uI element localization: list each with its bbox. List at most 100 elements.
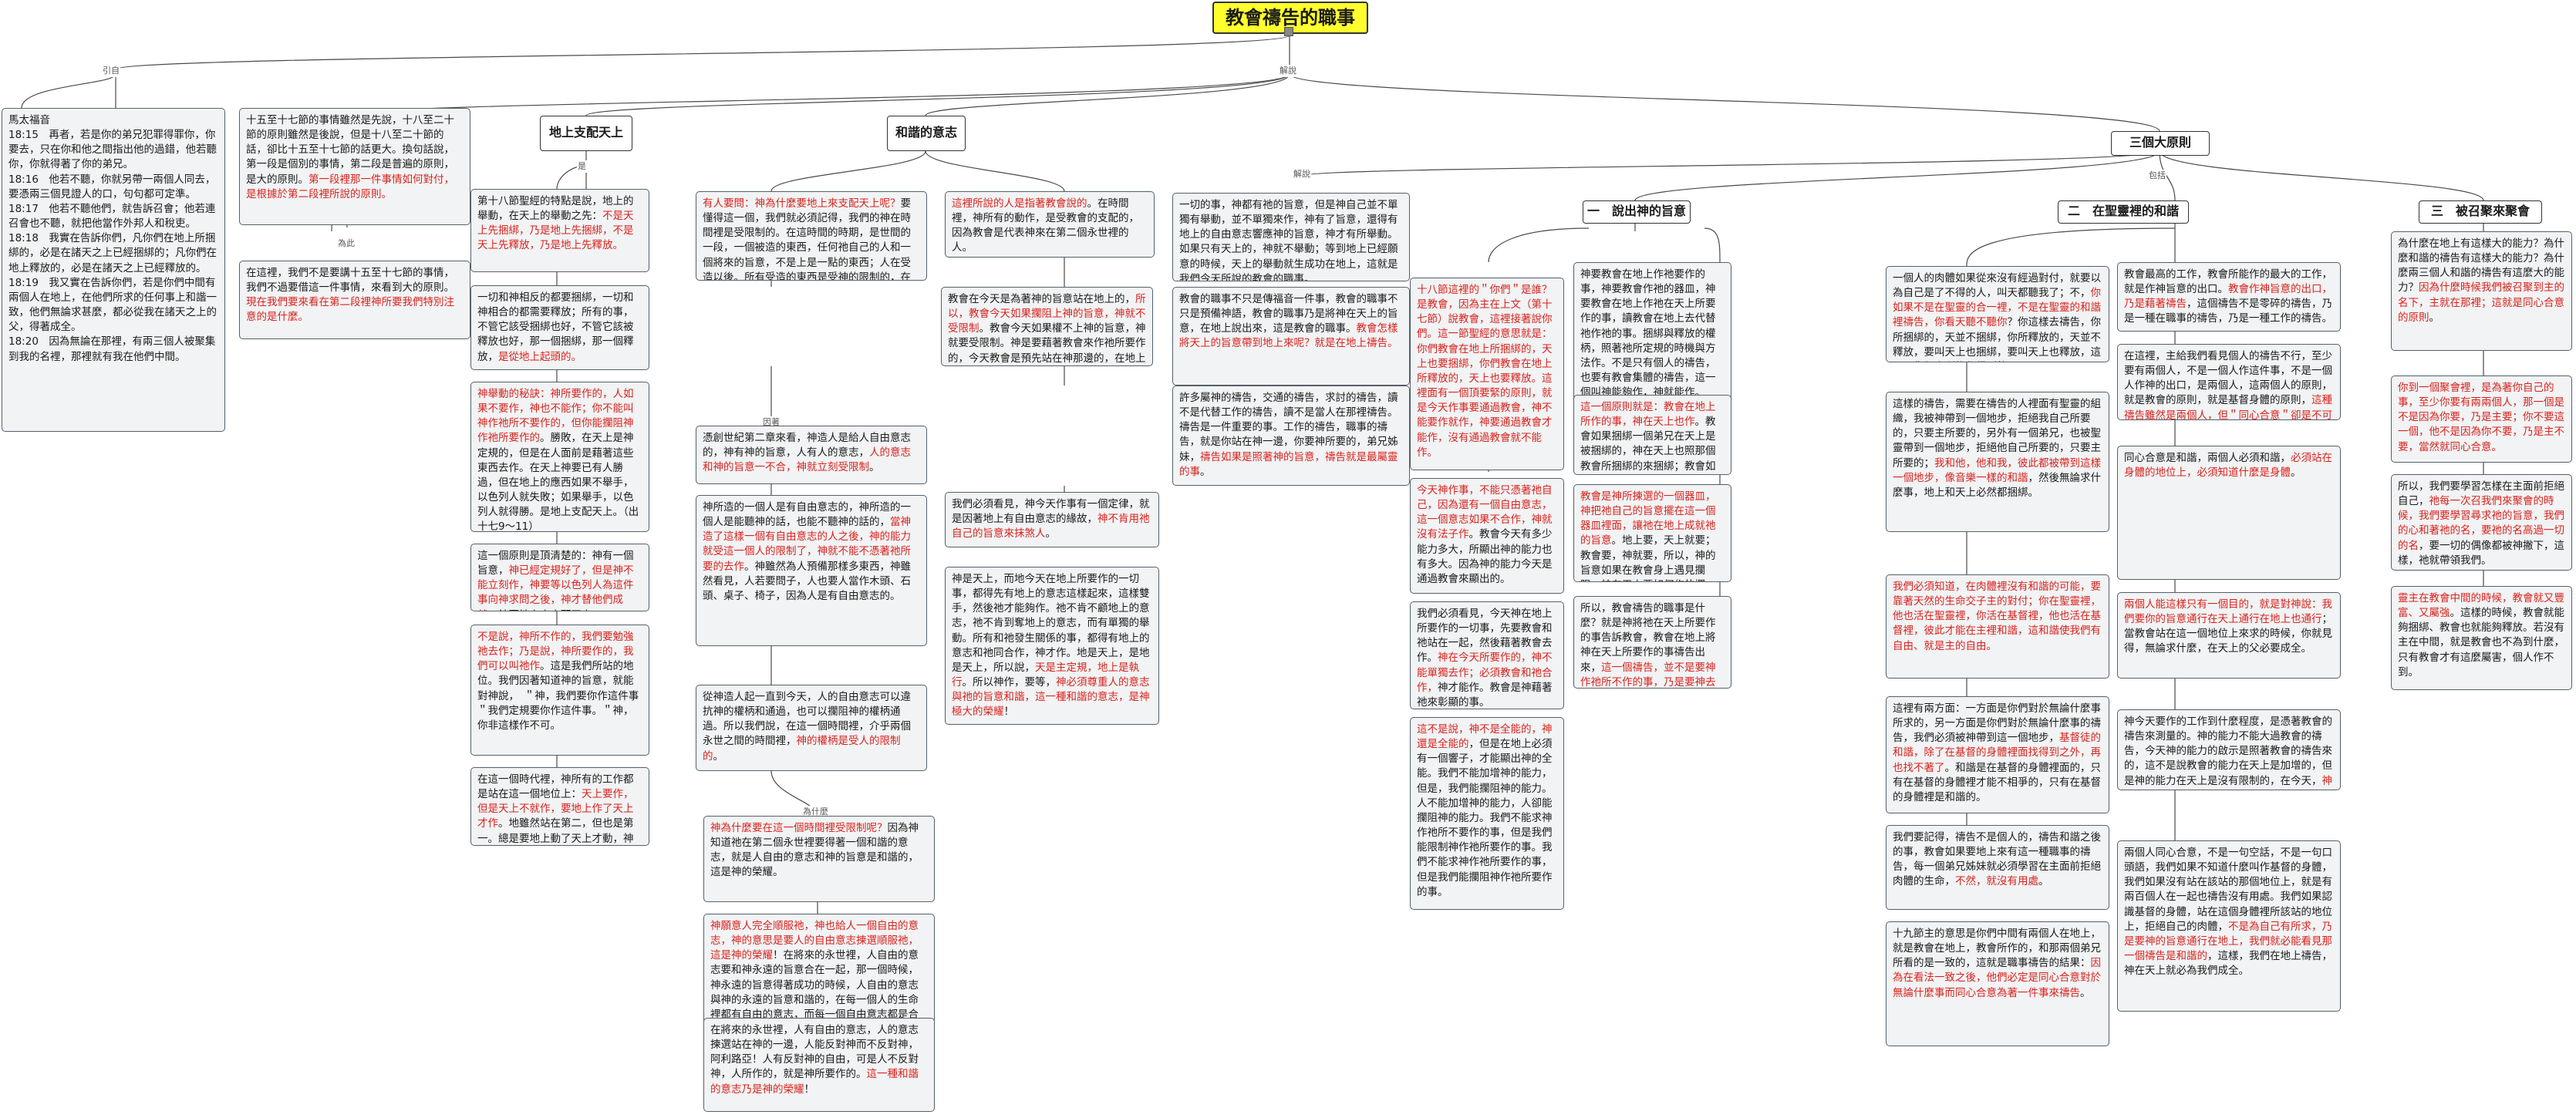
node-text-segment: 。	[1045, 527, 1057, 540]
node-harmonious-will[interactable]: 和諧的意志	[887, 116, 966, 151]
node-harmony-12[interactable]: 神為什麼要在這一個時間裡受限制呢？因為神知道祂在第二個永世裡要得著一個和諧的意志…	[703, 816, 935, 902]
node-earth-1[interactable]: 第十八節聖經的特點是說，地上的舉動，在天上的舉動之先：不是天上先捆綁，乃是地上先…	[470, 189, 649, 272]
node-three-principles[interactable]: 三個大原則	[2111, 131, 2210, 156]
node-harmony-2[interactable]: 這裡所說的人是指著教會說的。在時間裡，神所有的動作，是受教會的支配的，因為教會是…	[945, 191, 1155, 258]
node-text-segment: 。	[2080, 986, 2091, 999]
node-text-segment: 今天神作事，不能只憑著祂自己，因為還有一個自由意志，這一個意志如果不合作，神就沒…	[1417, 484, 1553, 541]
node-text-segment: 禱告如果是照著神的旨意，禱告就是最屬靈的事	[1179, 450, 1398, 478]
node-text-segment: 當神造了這樣一個有自由意志的人之後，神的能力就受這一個人的限制了，神就不能不憑著…	[703, 516, 911, 573]
node-earth-4[interactable]: 這一個原則是頂清楚的：神有一個旨意，神已經定規好了，但是神不能立刻作，神要等以色…	[470, 544, 649, 611]
node-text-segment: 教會的職事不只是傳福音一件事，教會的職事不只是預備神語，教會的職事乃是將神在天上…	[1179, 293, 1398, 335]
node-principle-2[interactable]: 二 在聖靈裡的和諧	[2058, 200, 2189, 224]
node-text-segment: 十九節主的意思是你們中間有兩個人在地上，就是教會在地上，教會所作的，和那兩個弟兄…	[1893, 928, 2101, 970]
node-text-segment: 。	[713, 749, 724, 763]
node-p3-d[interactable]: 靈主在教會中間的時候，教會就又豐富、又屬強。這樣的時候，教會就能夠捆綁、教會也就…	[2391, 586, 2572, 690]
node-text-segment: 要懂得這一個，我們就必須記得，我們的神在時間裡是受限制的。在這時間的時期，是世間…	[703, 197, 911, 281]
node-text-segment: 從神造人起一直到今天，人的自由意志可以違抗神的權柄和通過，也可以攔阻神的權柄通過…	[703, 691, 911, 748]
node-p2-d[interactable]: 同心合意是和諧，兩個人必須和諧，必須站在身體的地位上，必須知道什麼是身體。	[2117, 446, 2341, 580]
node-text-segment: 必須站在身體的地位上，必須知道什麼是身體	[2124, 452, 2332, 480]
node-text-segment: 在這裡，主給我們看見個人的禱告不行，至少要有兩個人，不是一個人作這件事，不是一個…	[2124, 350, 2332, 407]
edge-label-includes: 包括	[2148, 170, 2166, 182]
node-harmony-7[interactable]: 一切的事，神都有祂的旨意，但是神自己並不單獨有舉動，並不單獨來作，神有了旨意，還…	[1172, 193, 1410, 281]
node-p1-g[interactable]: 教會是神所揀選的一個器皿，神把祂自己的旨意擺在這一個器皿裡面，讓祂在地上成就祂的…	[1573, 484, 1731, 582]
node-p1-f[interactable]: 這一個原則就是：教會在地上所作的事，神在天上也作。教會如果捆綁一個弟兄在天上是被…	[1573, 395, 1731, 475]
node-p2-j[interactable]: 十九節主的意思是你們中間有兩個人在地上，就是教會在地上，教會所作的，和那兩個弟兄…	[1886, 921, 2109, 1046]
node-text-segment: 教會怎樣將天上的旨意帶到地上來呢？就是在地上禱告。	[1179, 322, 1398, 350]
node-harmony-14[interactable]: 在將來的永世裡，人有自由的意志，人的意志揀選站在神的一邊，人能反對神而不反對神，…	[703, 1018, 935, 1112]
node-text-segment: 所以，教會今天如果攔阻上神的旨意，神就不受限制	[948, 293, 1146, 335]
node-text-segment: 憑創世紀第二章來看，神造人是給人自由意志的，神有神的旨意，人有人的意志，	[703, 432, 911, 460]
node-principle-3[interactable]: 三 被召聚來聚會	[2419, 200, 2542, 224]
node-text-segment: 在這一個時代裡，神所有的工作都是站在這一個地位上：	[477, 773, 634, 801]
node-p1-h[interactable]: 所以，教會禱告的職事是什麼？就是神將祂在天上所要作的事告訴教會，教會在地上將神在…	[1573, 596, 1731, 689]
node-earth-6[interactable]: 在這一個時代裡，神所有的工作都是站在這一個地位上：天上要作，但是天上不就作，要地…	[470, 767, 649, 846]
node-p2-e[interactable]: 這樣的禱告，需要在禱告的人裡面有聖靈的組織，我被神帶到一個地步，拒絕我自己所要的…	[1886, 392, 2109, 532]
node-earth-over-heaven[interactable]: 地上支配天上	[540, 116, 632, 151]
root-node-title[interactable]: 教會禱告的職事	[1212, 2, 1368, 34]
node-text-segment: 。	[2038, 875, 2049, 888]
node-p1-a[interactable]: 十八節這裡的＂你們＂是誰？是教會，因為主在上文（第十七節）說教會，這裡接著說你們…	[1410, 278, 1564, 470]
node-text-segment: 十五至十七節的事情雖然是先說，十八至二十節的原則雖然是後說，但是十八至二十節的話…	[246, 114, 454, 186]
node-p1-b[interactable]: 今天神作事，不能只憑著祂自己，因為還有一個自由意志，這一個意志如果不合作，神就沒…	[1410, 478, 1564, 594]
node-text-segment: 教會最高的工作，教會所能作的最大的工作，就是作神旨意的出口。	[2124, 268, 2332, 296]
node-harmony-3[interactable]: 教會在今天是為著神的旨意站在地上的，所以，教會今天如果攔阻上神的旨意，神就不受限…	[941, 287, 1153, 366]
node-text-segment: 基督徒的和諧，除了在基督的身體裡面找得到之外，再也找不著了	[1893, 732, 2101, 774]
node-earth-3[interactable]: 神舉動的秘訣：神所要作的，人如果不要作，神也不能作；你不能叫神作祂所不要作的，但…	[470, 382, 649, 532]
node-harmony-11[interactable]: 神是天上，而地今天在地上所要作的一切事，都得先有地上的意志這樣起來，這樣雙手，然…	[945, 567, 1159, 725]
node-text-segment: 這一個禱告，並不是要神作祂所不作的事，乃是要神去作祂所要作的事	[1580, 661, 1716, 689]
node-text-segment: 這裡有兩方面：一方面是你們對於無論什麼事所求的，另一方面是你們對於無論什麼事的禱…	[1893, 702, 2101, 745]
node-p1-d[interactable]: 這不是說，神不是全能的，神還是全能的，但是在地上必須有一個響子，才能顯出神的全能…	[1410, 717, 1564, 910]
node-big-principle[interactable]: 在這裡，我們不是要講十五至十七節的事情，我們不過要借這一件事情，來看到大的原則。…	[239, 261, 470, 339]
node-p3-b[interactable]: 你到一個聚會裡，是為著你自己的事，至少你要有兩兩個人，那一個是不是因為你要，乃是…	[2391, 375, 2572, 463]
node-text-segment: 。地雖然站在第二，但也是第一。總是要地上動了天上才動，神要地上來支配天上。	[477, 817, 634, 845]
node-p1-e[interactable]: 神要教會在地上作祂要作的事，神要教會作祂的器皿，神要教會在地上作祂在天上所要作的…	[1573, 262, 1731, 409]
node-text-segment: 這樣的禱告，需要在禱告的人裡面有聖靈的組織，我被神帶到一個地步，拒絕我自己所要的…	[1893, 398, 2101, 470]
edge-label-explain2: 解說	[1293, 168, 1311, 180]
node-text-segment: 你到一個聚會裡，是為著你自己的事，至少你要有兩兩個人，那一個是不是因為你要，乃是…	[2398, 382, 2564, 453]
node-text-segment: 不是為自己有所求，乃是要神的旨意通行在地上，我們就必能看見那一個禱告是和諧的	[2124, 920, 2332, 963]
node-text-segment: 兩個人能這樣只有一個目的，就是對神說：我們要你的旨意通行在天上通行在地上也通行	[2124, 598, 2332, 626]
node-text-segment: 是從地上起頭的。	[498, 350, 582, 363]
node-text-segment: 。神要地上來支配天上。	[488, 609, 603, 611]
node-p2-g[interactable]: 兩個人能這樣只有一個目的，就是對神說：我們要你的旨意通行在天上通行在地上也通行；…	[2117, 592, 2341, 679]
node-text-segment: 這一個原則是頂清楚的：神有一個旨意，	[477, 550, 634, 578]
node-p2-b[interactable]: 教會最高的工作，教會所能作的最大的工作，就是作神旨意的出口。教會作神旨意的出口，…	[2117, 262, 2341, 332]
node-text-segment: 天是主定規，地上是執行	[952, 661, 1139, 689]
node-text-segment: 靈主在教會中間的時候，教會就又豐富、又屬強	[2398, 592, 2564, 620]
node-p2-a[interactable]: 一個人的肉體如果從來沒有經過對付，就要以為自己是了不得的人，叫天都聽我了；不，你…	[1886, 266, 2109, 362]
node-harmony-9[interactable]: 許多屬神的禱告，交通的禱告，求討的禱告，讀不是代替工作的禱告，讀不是當人在那裡禱…	[1172, 386, 1410, 486]
node-harmony-8[interactable]: 教會的職事不只是傳福音一件事，教會的職事不只是預備神語，教會的職事乃是將神在天上…	[1172, 287, 1410, 386]
node-harmony-5[interactable]: 神所造的一個人是有自由意志的，神所造的一個人是能聽神的話，也能不聽神的話的，當神…	[696, 495, 927, 646]
edge-label-because: 因著	[762, 416, 781, 429]
node-earth-5[interactable]: 不是說，神所不作的，我們要勉強祂去作；乃是說，神所要作的，我們可以叫祂作。這是我…	[470, 625, 649, 756]
node-context[interactable]: 十五至十七節的事情雖然是先說，十八至二十節的原則雖然是後說，但是十八至二十節的話…	[239, 108, 470, 225]
node-text-segment: 神為什麼要在這一個時間裡受限制呢？	[710, 822, 888, 834]
node-text-segment: 神才能作。教會是神藉著祂來彰顯的事。	[1417, 681, 1553, 709]
edge-label-explain: 解說	[1279, 65, 1297, 77]
node-text-segment: 。勝敗，在天上是神定規的，但是在人面前是藉著這些東西去作。在天上神要已有人勝過，…	[477, 432, 639, 532]
node-harmony-4[interactable]: 憑創世紀第二章來看，神造人是給人自由意志的，神有神的旨意，人有人的意志，人的意志…	[696, 426, 927, 484]
node-earth-2[interactable]: 一切和神相反的都要捆綁，一切和神相合的都需要釋放；所有的事，不管它該受捆綁也好，…	[470, 285, 649, 370]
node-matthew-quote[interactable]: 馬太福音 18:15 再者，若是你的弟兄犯罪得罪你，你要去，只在你和他之間指出他…	[2, 108, 225, 432]
collapse-icon[interactable]	[1284, 27, 1293, 36]
node-p2-h[interactable]: 這裡有兩方面：一方面是你們對於無論什麼事所求的，另一方面是你們對於無論什麼事的禱…	[1886, 696, 2109, 813]
node-harmony-10[interactable]: 我們必須看見，神今天作事有一個定律，就是因著地上有自由意志的緣故，神不肯用祂自己…	[945, 492, 1159, 547]
node-text-segment: 。	[2429, 311, 2440, 324]
node-p2-f[interactable]: 我們必須知道，在肉體裡沒有和諧的可能，要靠著天然的生命交子主的對付；你在聖靈裡，…	[1886, 574, 2109, 679]
node-p3-a[interactable]: 為什麼在地上有這樣大的能力？為什麼和諧的禱告有這樣大的能力？為什麼兩三個人和諧的…	[2391, 231, 2572, 351]
node-p1-c[interactable]: 我們必須看見，今天神在地上所要作的一切事，先要教會和祂站在一起，然後藉著教會去作…	[1410, 601, 1564, 709]
node-p2-l[interactable]: 兩個人同心合意，不是一句空話，不是一句口頭語，我們如果不知道什麼叫作基督的身體，…	[2117, 840, 2341, 1012]
node-p2-i[interactable]: 我們要記得，禱告不是個人的，禱告和諧之後的事，教會如果要地上來有這一種職事的禱告…	[1886, 825, 2109, 910]
node-text-segment: 這不是說，神不是全能的，神還是全能的	[1417, 723, 1553, 751]
node-harmony-6[interactable]: 從神造人起一直到今天，人的自由意志可以違抗神的權柄和通過，也可以攔阻神的權柄通過…	[696, 685, 927, 771]
node-harmony-1[interactable]: 有人要問：神為什麼要地上來支配天上呢？要懂得這一個，我們就必須記得，我們的神在時…	[696, 191, 927, 281]
node-text-segment: 一個人的肉體如果從來沒有經過對付，就要以為自己是了不得的人，叫天都聽我了；不，	[1893, 272, 2101, 300]
node-p2-k[interactable]: 神今天要作的工作到什麼程度，是憑著教會的禱告來測量的。神的能力不能大過教會的禱告…	[2117, 709, 2341, 790]
node-principle-1[interactable]: 一 說出神的旨意	[1583, 200, 1691, 224]
node-text-segment: 因為神知道祂在第二個永世裡要得著一個和諧的意志，就是人自由的意志和神的旨意是和諧…	[710, 822, 919, 879]
node-text-segment: 我們必須看見，今天神在地上所要作的一切事，先要教會和祂站在一起，然後藉著教會去作…	[1417, 608, 1553, 665]
node-text-segment: 神所造的一個人是有自由意志的，神所造的一個人是能聽神的話，也能不聽神的話的，	[703, 501, 911, 529]
node-p2-c[interactable]: 在這裡，主給我們看見個人的禱告不行，至少要有兩個人，不是一個人作這件事，不是一個…	[2117, 344, 2341, 420]
node-text-segment: 。教會如果捆綁一個弟兄在天上是被捆綁的，神在天上也照那個教會所捆綁的來捆綁；教會…	[1580, 416, 1716, 473]
node-p3-c[interactable]: 所以，我們要學習怎樣在主面前拒絕自己，祂每一次召我們來聚會的時候，我們要學習尋求…	[2391, 474, 2572, 571]
